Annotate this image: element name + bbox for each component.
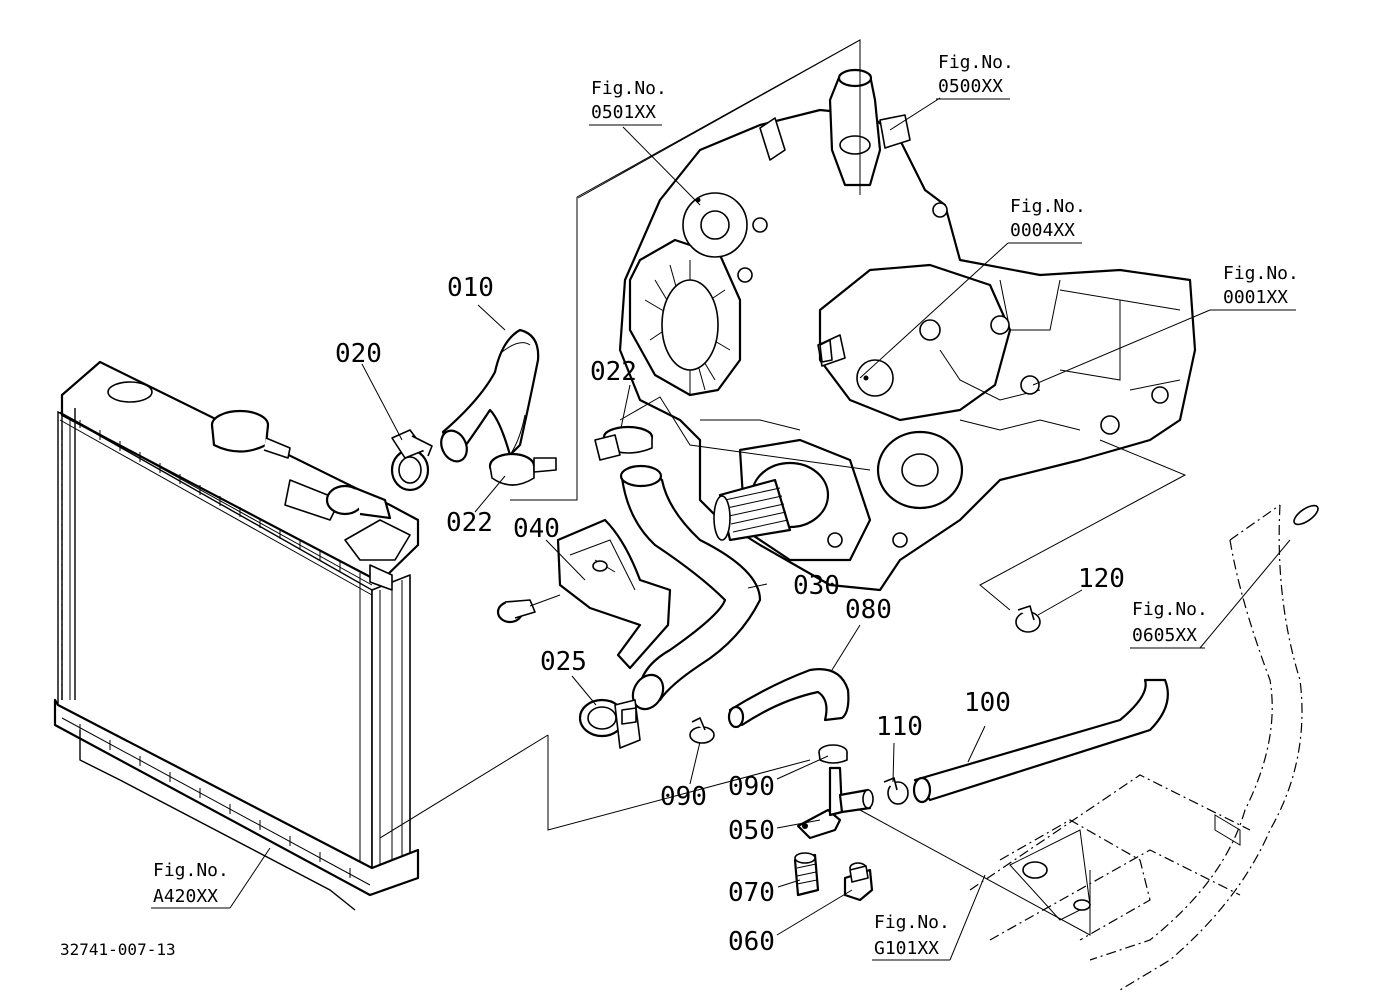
part-callouts: 010 020 022 022 040 030 080 025 120 100 …	[335, 273, 1125, 957]
drain-plug-060	[843, 862, 874, 902]
figref-g101: Fig.No. G101XX	[872, 912, 950, 961]
figref-0500: Fig.No. 0500XX	[936, 52, 1014, 100]
svg-text:0004XX: 0004XX	[1010, 220, 1075, 241]
leader-lines	[229, 39, 1291, 961]
svg-text:Fig.No.: Fig.No.	[874, 912, 950, 933]
lower-radiator-hose	[619, 464, 762, 711]
bypass-hose-080	[727, 668, 850, 729]
callout-022-upper: 022	[590, 357, 637, 387]
svg-text:A420XX: A420XX	[153, 886, 218, 907]
svg-text:G101XX: G101XX	[874, 938, 939, 959]
figref-0004: Fig.No. 0004XX	[1008, 196, 1086, 244]
callout-040: 040	[513, 514, 560, 544]
engine-block	[618, 68, 1197, 592]
svg-text:Fig.No.: Fig.No.	[1132, 599, 1208, 620]
hose-clamp-022-lower	[488, 452, 557, 486]
diagram-code: 32741-007-13	[60, 940, 176, 959]
figref-0001: Fig.No. 0001XX	[1210, 263, 1299, 311]
callout-120: 120	[1078, 564, 1125, 594]
callout-090-right: 090	[728, 772, 775, 802]
svg-text:Fig.No.: Fig.No.	[1010, 196, 1086, 217]
callout-050: 050	[728, 816, 775, 846]
drain-fitting-070	[793, 852, 820, 897]
svg-text:Fig.No.: Fig.No.	[153, 860, 229, 881]
hose-clamp-020	[390, 429, 433, 492]
hose-clamp-110	[883, 777, 909, 805]
svg-text:0500XX: 0500XX	[938, 76, 1003, 97]
figref-0605: Fig.No. 0605XX	[1130, 599, 1208, 649]
assembly-frame-lines	[379, 39, 1187, 936]
exhaust-pipe-0605	[1089, 504, 1319, 991]
callout-110: 110	[876, 712, 923, 742]
figref-0501: Fig.No. 0501XX	[589, 78, 667, 126]
hose-clamp-022-upper	[594, 425, 654, 461]
hose-clamp-120	[1015, 605, 1041, 633]
callout-020: 020	[335, 339, 382, 369]
callout-025: 025	[540, 647, 587, 677]
hose-joint-050	[796, 766, 874, 840]
figref-a420: Fig.No. A420XX	[151, 860, 230, 909]
callout-070: 070	[728, 878, 775, 908]
radiator-assembly	[53, 360, 420, 911]
callout-010: 010	[447, 273, 494, 303]
heater-hose-100	[912, 678, 1169, 804]
svg-text:0605XX: 0605XX	[1132, 625, 1197, 646]
callout-080: 080	[845, 595, 892, 625]
figure-references: Fig.No. 0501XX Fig.No. 0500XX Fig.No. 00…	[151, 52, 1299, 961]
hose-clamp-090-left	[689, 717, 715, 744]
hose-clamp-090-right	[818, 744, 848, 764]
callout-090-left: 090	[660, 782, 707, 812]
callout-022-lower: 022	[446, 508, 493, 538]
svg-text:0001XX: 0001XX	[1223, 287, 1288, 308]
svg-text:0501XX: 0501XX	[591, 102, 656, 123]
callout-060: 060	[728, 927, 775, 957]
upper-radiator-hose	[440, 328, 540, 463]
hose-guard-040	[496, 518, 672, 670]
callout-030: 030	[793, 571, 840, 601]
svg-text:Fig.No.: Fig.No.	[938, 52, 1014, 73]
svg-text:Fig.No.: Fig.No.	[1223, 263, 1299, 284]
svg-text:Fig.No.: Fig.No.	[591, 78, 667, 99]
callout-100: 100	[964, 688, 1011, 718]
hose-clamp-025	[578, 698, 641, 749]
mounting-frame-g101	[969, 774, 1251, 941]
